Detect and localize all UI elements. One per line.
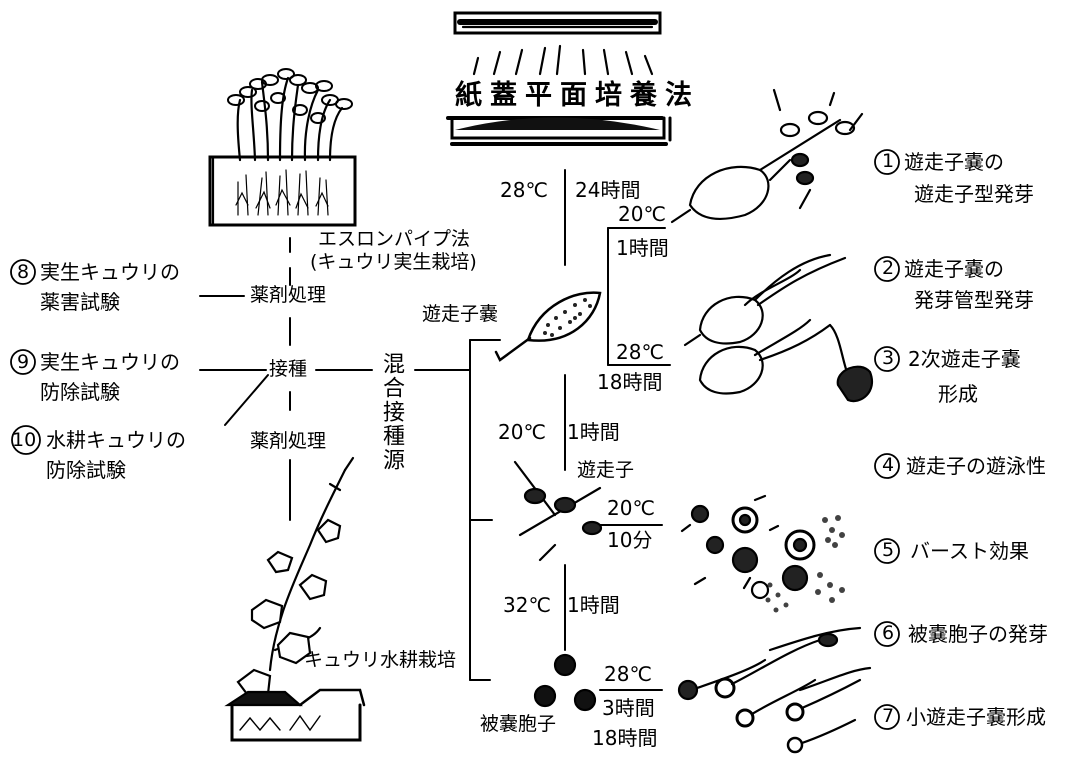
diagram-title: 紙蓋平面培養法 xyxy=(455,80,700,111)
result-6-number: 6 xyxy=(882,622,895,644)
result-5-number: 5 xyxy=(882,539,895,561)
pipe-method-label: エスロンパイプ法 xyxy=(318,228,471,250)
condition-6-temp: 32℃ xyxy=(503,593,551,617)
test-8-line1: 実生キュウリの xyxy=(40,260,180,284)
result-7-number: 7 xyxy=(882,705,895,727)
condition-1-time: 24時間 xyxy=(575,178,641,202)
result-2-line2: 発芽管型発芽 xyxy=(914,288,1034,312)
condition-7-time-2: 18時間 xyxy=(592,726,658,750)
result-2-number: 2 xyxy=(882,257,895,279)
left-flow-lines xyxy=(199,237,471,521)
result-3-line1: 2次遊走子嚢 xyxy=(908,347,1021,371)
zoospore-illustration xyxy=(513,460,603,562)
result-5-line1: バースト効果 xyxy=(910,539,1029,563)
result-7-line1: 小遊走子嚢形成 xyxy=(906,705,1046,729)
test-8-line2: 薬害試験 xyxy=(40,290,120,314)
result-4-line1: 遊走子の遊泳性 xyxy=(906,454,1046,478)
condition-2-time: 1時間 xyxy=(616,236,669,260)
result-6-line1: 被嚢胞子の発芽 xyxy=(908,622,1048,646)
test-10-line2: 防除試験 xyxy=(46,458,126,482)
chemical-treatment-2-label: 薬剤処理 xyxy=(250,430,327,452)
zoospore-label: 遊走子 xyxy=(577,459,635,481)
result-4-number: 4 xyxy=(882,454,895,476)
result-3-line2: 形成 xyxy=(938,382,978,406)
culture-dish-illustration xyxy=(446,116,672,146)
lamp-illustration xyxy=(453,11,662,76)
result-2-3-illustration xyxy=(683,253,873,403)
condition-7-temp: 28℃ xyxy=(604,662,652,686)
condition-3-time: 18時間 xyxy=(597,370,663,394)
test-9-line2: 防除試験 xyxy=(40,380,120,404)
condition-3-temp: 28℃ xyxy=(616,340,664,364)
cyst-label: 被嚢胞子 xyxy=(480,713,557,735)
chemical-treatment-1-label: 薬剤処理 xyxy=(250,284,327,306)
burst-effect-illustration xyxy=(680,494,845,613)
condition-5-time: 10分 xyxy=(607,528,653,552)
cyst-illustration xyxy=(533,653,597,712)
condition-5-temp: 20℃ xyxy=(607,496,655,520)
test-8-number: 8 xyxy=(17,261,30,283)
sporangium-illustration xyxy=(494,291,602,362)
condition-6-time: 1時間 xyxy=(567,593,620,617)
mixed-inoculum-label: 混合接種源 xyxy=(379,352,404,472)
condition-1-temp: 28℃ xyxy=(500,178,548,202)
condition-4-time: 1時間 xyxy=(567,420,620,444)
hydroponic-method-label: キュウリ水耕栽培 xyxy=(304,649,457,671)
central-flow-lines xyxy=(469,169,671,691)
result-1-line2: 遊走子型発芽 xyxy=(914,182,1034,206)
result-1-illustration xyxy=(670,88,864,224)
test-9-number: 9 xyxy=(17,351,30,373)
pipe-method-sublabel: (キュウリ実生栽培) xyxy=(310,251,477,273)
circled-number-markers xyxy=(10,149,900,730)
hydroponic-cucumber-illustration xyxy=(224,456,366,742)
condition-7-time-1: 3時間 xyxy=(602,696,655,720)
sporangium-label: 遊走子嚢 xyxy=(422,303,499,325)
result-1-line1: 遊走子嚢の xyxy=(904,150,1004,174)
inoculation-label: 接種 xyxy=(269,358,308,380)
result-1-number: 1 xyxy=(882,150,895,172)
result-2-line1: 遊走子嚢の xyxy=(904,257,1004,281)
result-3-number: 3 xyxy=(882,347,895,369)
test-10-line1: 水耕キュウリの xyxy=(46,428,186,452)
result-6-7-illustration xyxy=(677,626,872,754)
test-10-number: 10 xyxy=(12,429,37,451)
condition-4-temp: 20℃ xyxy=(498,420,546,444)
test-9-line1: 実生キュウリの xyxy=(40,350,180,374)
seedling-container-illustration xyxy=(208,68,357,227)
condition-2-temp: 20℃ xyxy=(618,202,666,226)
